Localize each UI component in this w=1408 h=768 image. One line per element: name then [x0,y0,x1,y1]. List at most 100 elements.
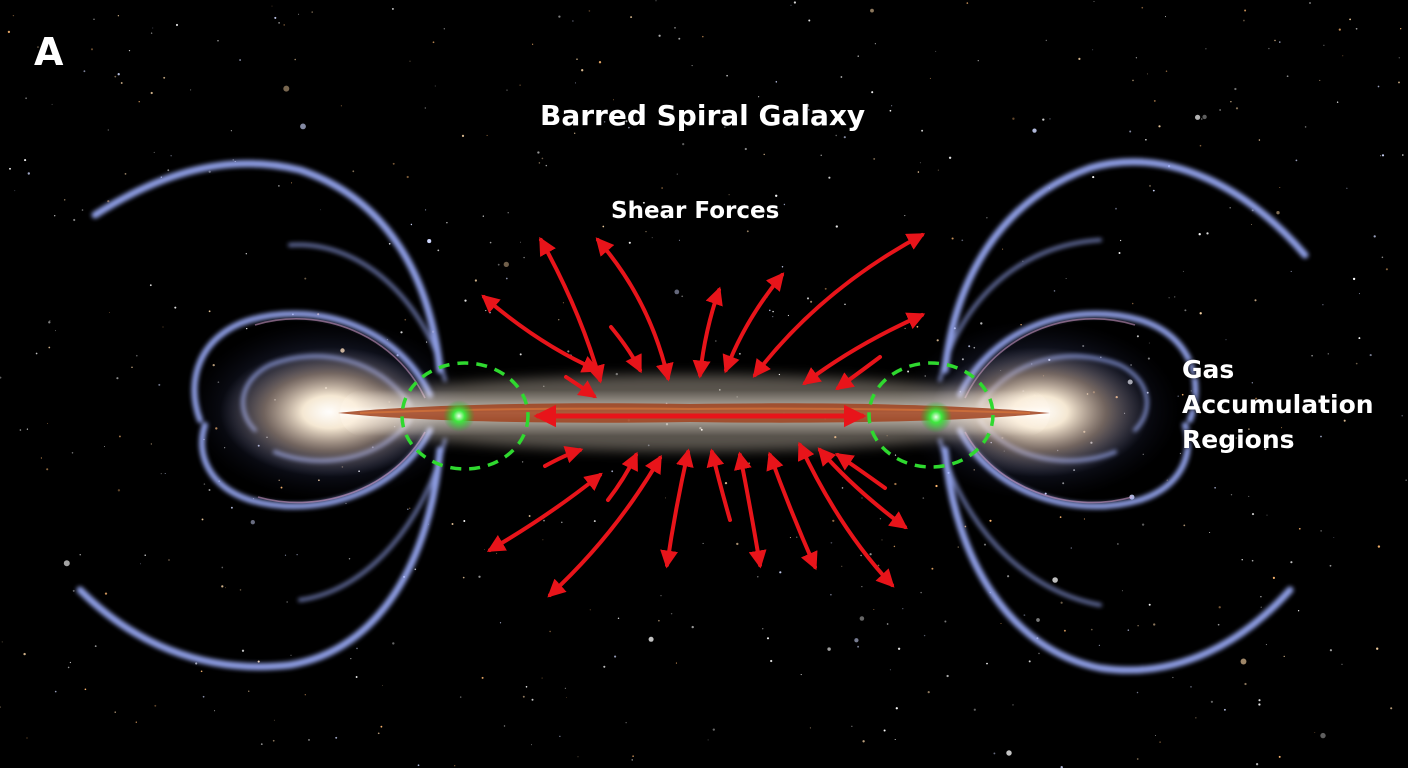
star [1258,699,1261,702]
star [37,46,39,49]
star [961,239,964,242]
star [808,108,810,111]
star [793,1,797,4]
star [7,30,11,34]
star [787,314,789,317]
star [308,739,310,741]
star [881,539,883,541]
star [1219,109,1221,111]
star [803,123,805,125]
star [164,473,166,474]
star [661,187,663,189]
shear-arrow [486,472,603,552]
star [104,446,106,448]
gas-accumulation-label: Gas Accumulation Regions [1182,352,1374,457]
star [1265,644,1267,646]
star [1279,187,1281,189]
star [489,311,491,314]
star [1323,44,1325,46]
star [1286,75,1289,78]
star [0,706,1,708]
star [414,568,417,571]
star [1268,47,1270,50]
star [645,230,647,233]
star [63,560,70,567]
star [409,60,411,62]
star [891,105,893,107]
star [561,521,563,524]
star [1174,296,1176,298]
star [1159,741,1161,743]
star [1190,390,1192,392]
star [1198,233,1201,236]
star [118,435,121,438]
gas-marker-right [867,361,995,469]
star [746,230,749,233]
star [505,277,508,280]
star [1149,184,1151,187]
star [1400,28,1402,30]
star [593,520,596,523]
star [392,162,395,165]
star [1059,516,1062,518]
star [921,129,924,132]
star [90,48,94,51]
star [857,55,859,57]
star [574,82,576,84]
star [874,43,876,45]
star [676,173,678,175]
star [55,330,56,332]
star [625,722,627,724]
star [69,661,72,664]
star [543,519,545,522]
star [1210,700,1214,703]
star [1304,126,1307,128]
star [531,744,533,746]
star [506,89,508,91]
star [1264,448,1267,451]
star [1377,545,1381,548]
star [1405,479,1407,481]
star [522,695,525,698]
star [603,121,606,123]
star [23,652,26,656]
star [1199,144,1202,147]
star [879,518,882,520]
star [935,484,938,488]
star [1225,339,1227,341]
star [1153,623,1156,626]
star [862,740,865,743]
star [1090,628,1093,631]
star [507,212,509,214]
star [902,608,904,610]
star [577,756,579,758]
star [221,585,224,588]
star [919,162,921,164]
star [1229,207,1231,209]
star [1251,224,1253,226]
star [948,156,952,159]
star [1032,128,1037,133]
star [1164,16,1167,18]
star [871,91,874,94]
shear-forces-label: Shear Forces [611,198,780,224]
star [854,638,859,643]
star [1127,629,1130,631]
shear-arrow [835,355,882,391]
right-outer-arm-top [941,158,1309,374]
star [870,8,874,13]
gas-marker-left [400,361,530,471]
star [1254,299,1257,302]
star [0,376,2,379]
star [1070,547,1073,549]
star [1258,139,1261,141]
star [1078,57,1081,61]
star [304,277,307,280]
star [1093,1,1095,3]
star [47,423,48,425]
star [581,69,584,72]
star [345,502,347,504]
star [936,339,939,342]
star [1242,19,1245,22]
star [138,101,140,103]
